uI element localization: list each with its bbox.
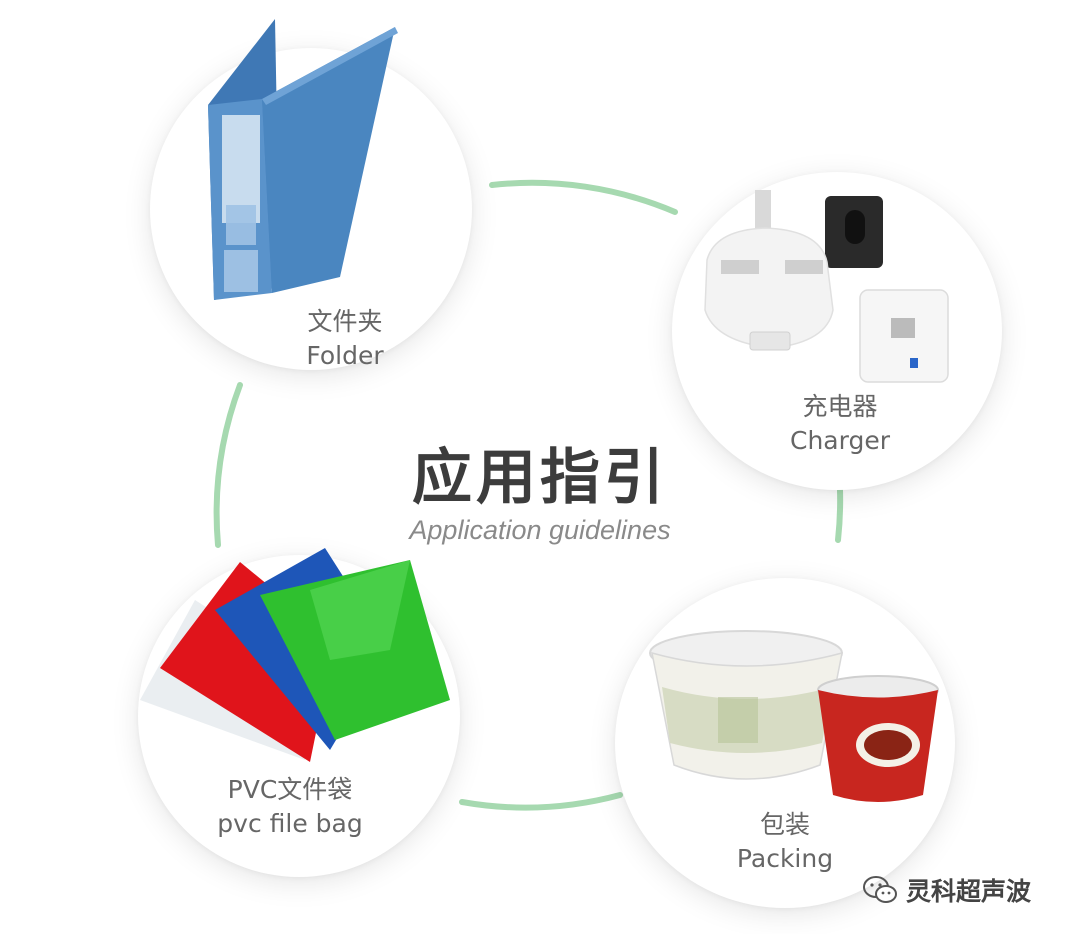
wechat-watermark: 灵科超声波 [862, 872, 1031, 908]
arc-top [489, 179, 678, 215]
pvc-bag-label-zh: PVC文件袋 [227, 775, 353, 804]
folder-label-zh: 文件夹 [307, 307, 383, 336]
folder-label: 文件夹 Folder [245, 305, 445, 373]
packing-cups-image [649, 630, 939, 802]
arc-right [835, 487, 844, 543]
pvc-bag-label: PVC文件袋 pvc file bag [180, 773, 400, 841]
charger-image [704, 190, 949, 383]
arc-left [213, 382, 243, 548]
packing-label-zh: 包装 [759, 810, 810, 839]
center-title: 应用指引 [412, 443, 668, 513]
packing-label-en: Packing [736, 844, 834, 873]
arc-bottom [459, 792, 623, 811]
center-subtitle: Application guidelines [409, 515, 671, 545]
charger-label: 充电器 Charger [745, 390, 935, 458]
pvc-file-bag-image [140, 548, 450, 762]
wechat-icon [863, 876, 897, 903]
charger-label-en: Charger [790, 426, 890, 455]
packing-label: 包装 Packing [690, 808, 880, 876]
watermark-text: 灵科超声波 [906, 877, 1032, 906]
charger-label-zh: 充电器 [802, 392, 878, 421]
folder-image [208, 19, 398, 300]
folder-label-en: Folder [306, 341, 384, 370]
pvc-bag-label-en: pvc file bag [217, 809, 363, 838]
